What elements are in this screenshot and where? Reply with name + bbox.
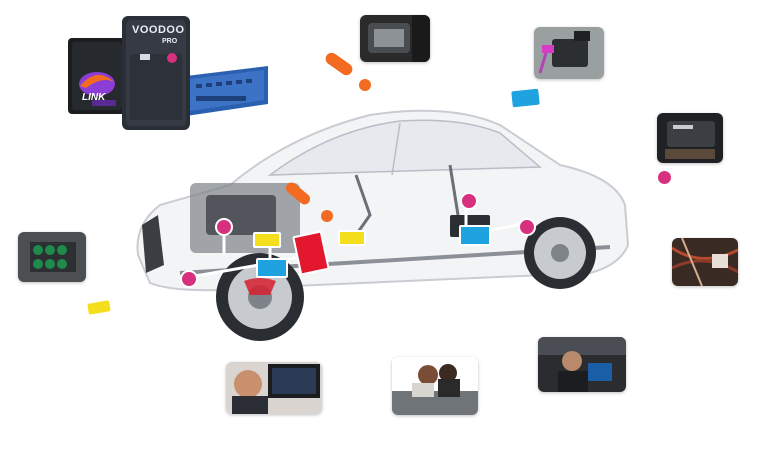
orange-dash-accent (323, 50, 355, 78)
yellow-marker-cabin (338, 230, 366, 246)
magenta-marker-rear-top (460, 192, 478, 210)
magenta-marker-front (180, 270, 198, 288)
link-ecu-image (68, 38, 126, 114)
yellow-marker-engine (253, 232, 281, 248)
module-device-photo (657, 113, 723, 163)
in-car-tuning-photo (538, 337, 626, 392)
orange-dot-accent (359, 79, 371, 91)
voodoo-ecu-image (122, 16, 190, 130)
magenta-marker-rear (518, 218, 536, 236)
dash-display-photo (360, 15, 430, 62)
orange-dot-accent-car (321, 210, 333, 222)
blue-marker-front (256, 258, 288, 278)
yellow-tag-left (87, 300, 111, 315)
engine-bay-work-photo (392, 357, 478, 415)
sensor-connector-photo (534, 27, 604, 79)
blue-marker-rear (459, 225, 491, 246)
voodoo-logo-text: VOODOO (132, 24, 185, 36)
wiring-harness-photo (672, 238, 738, 286)
ecu-product-group: LINK VOODOO PRO (62, 14, 272, 134)
ecu-board-image (186, 66, 268, 116)
car-cutaway-illustration (136, 109, 630, 341)
technician-laptop-photo (226, 362, 322, 414)
blue-tag-top (511, 88, 540, 108)
ignition-coils-photo (18, 232, 86, 282)
magenta-marker-engine-top (215, 218, 233, 236)
magenta-dot-right (658, 171, 671, 184)
link-logo-text: LINK (82, 92, 106, 103)
voodoo-pro-text: PRO (162, 38, 178, 45)
